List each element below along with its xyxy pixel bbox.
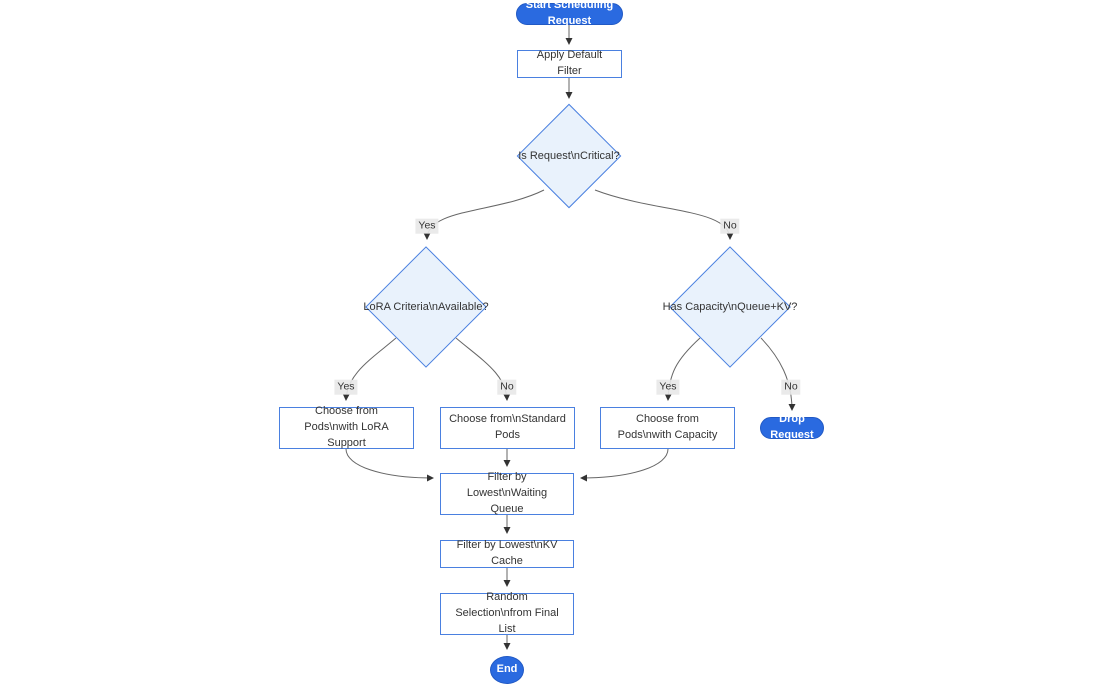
edge-label-capacity-no: No [781,379,801,395]
node-lora-criteria: LoRA Criteria\nAvailable? [363,246,489,368]
node-choose-standard-pods: Choose from\nStandard Pods [440,407,575,449]
edge-capacity-pods-to-waiting [580,448,669,482]
node-choose-lora-pods: Choose from Pods\nwith LoRA Support [279,405,414,449]
node-is-critical-label: Is Request\nCritical? [518,150,620,162]
node-has-capacity-label: Has Capacity\nQueue+KV? [662,301,798,313]
node-has-capacity: Has Capacity\nQueue+KV? [663,246,797,368]
edge-label-critical-yes: Yes [415,218,439,234]
edge-label-lora-no: No [497,379,517,395]
node-is-critical: Is Request\nCritical? [516,103,622,209]
node-apply-default-filter: Apply Default Filter [517,49,622,78]
node-drop-request: Drop Request [760,413,824,441]
node-filter-waiting-queue: Filter by Lowest\nWaiting Queue [440,471,574,515]
edge-label-capacity-yes: Yes [656,379,680,395]
edge-label-lora-yes: Yes [334,379,358,395]
node-filter-kv-cache: Filter by Lowest\nKV Cache [440,539,574,568]
node-choose-capacity-pods: Choose from Pods\nwith Capacity [600,407,735,449]
edge-lora-pods-to-waiting [345,448,434,482]
edge-label-critical-no: No [720,218,740,234]
node-end: End [490,656,524,684]
node-lora-criteria-label: LoRA Criteria\nAvailable? [363,301,489,313]
node-random-selection: Random Selection\nfrom Final List [440,591,574,635]
node-start: Start Scheduling Request [516,0,623,27]
